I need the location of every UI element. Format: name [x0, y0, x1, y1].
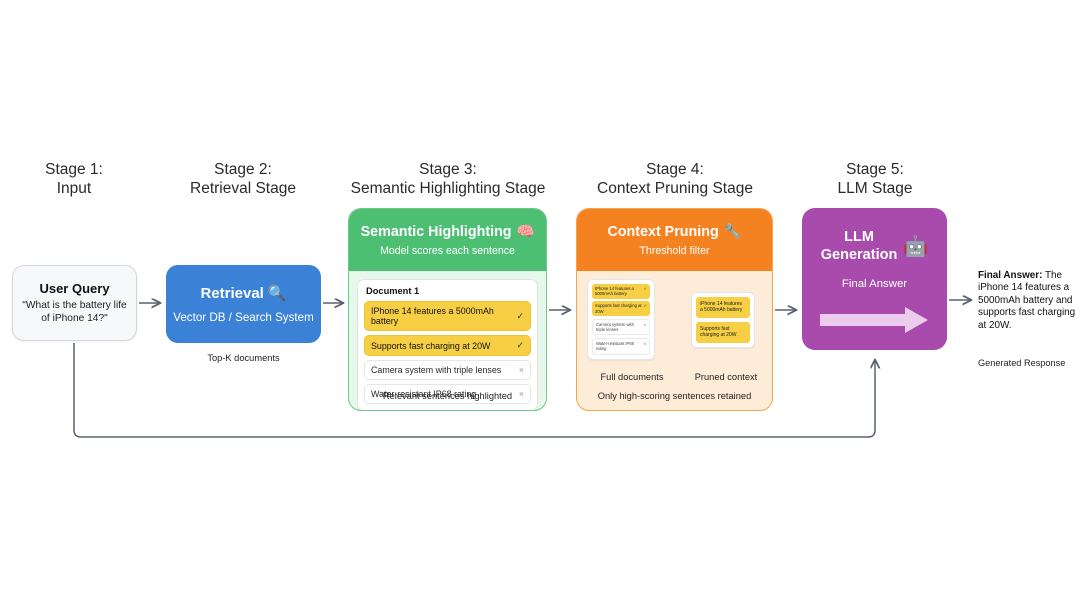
sentence-row[interactable]: Camera system with triple lenses ×: [364, 360, 531, 380]
stage-5-name: LLM Stage: [837, 180, 913, 197]
cross-icon: ×: [643, 340, 646, 346]
sentence-row[interactable]: IPhone 14 features a 5000mAh battery ✓: [364, 301, 531, 331]
context-pruning-box[interactable]: Context Pruning 🔧 Threshold filter IPhon…: [576, 208, 773, 411]
mini-sentence-text: iPhone 14 features a 5000mAh battery: [700, 301, 743, 314]
check-icon: ✓: [643, 303, 647, 309]
mini-sentence-row: Supports fast charging at 20W: [696, 321, 750, 343]
check-icon: ✓: [516, 310, 524, 321]
retrieval-subtitle: Vector DB / Search System: [173, 311, 314, 324]
full-documents-label: Full documents: [600, 372, 664, 382]
stage-title-2: Stage 2: Retrieval Stage: [163, 160, 323, 198]
pruning-title: Context Pruning: [607, 223, 719, 240]
mini-sentence-text: Water-resistant IP68 rating: [596, 340, 635, 352]
semantic-title: Semantic Highlighting: [360, 223, 512, 240]
retrieval-box[interactable]: Retrieval 🔍 Vector DB / Search System: [166, 265, 321, 343]
pruned-context-card: iPhone 14 features a 5000mAh battery Sup…: [691, 292, 755, 348]
check-icon: ✓: [643, 286, 647, 291]
stage-1-name: Input: [56, 180, 92, 197]
full-documents-card: IPhone 14 features a 5000mAh battery ✓ S…: [587, 279, 655, 360]
stage-title-1: Stage 1: Input: [14, 160, 134, 198]
semantic-subtitle: Model scores each sentence: [380, 244, 515, 257]
document-label: Document 1: [366, 286, 420, 296]
ai-chip-icon: 🤖: [903, 234, 929, 258]
mini-sentence-text: Supports fast charging at 20W: [595, 303, 642, 314]
stage-4-name: Context Pruning Stage: [597, 180, 753, 197]
pruning-footnote: Only high-scoring sentences retained: [597, 391, 752, 401]
magnifying-glass-icon: 🔍: [267, 284, 287, 302]
stage-1-number: Stage 1:: [45, 161, 103, 178]
mini-sentence-text: Supports fast charging at 20W: [700, 325, 737, 339]
user-query-box[interactable]: User Query "What is the battery life of …: [12, 265, 137, 341]
llm-title-line1: LLM: [844, 229, 874, 245]
document-card: Document 1 IPhone 14 features a 5000mAh …: [357, 279, 538, 410]
stage-title-4: Stage 4: Context Pruning Stage: [570, 160, 780, 198]
retrieval-title-row: Retrieval 🔍: [200, 284, 286, 302]
pruning-content: IPhone 14 features a 5000mAh battery ✓ S…: [577, 279, 772, 369]
funnel-emoji-icon: 🔧: [723, 223, 742, 240]
sentence-text: IPhone 14 features a 5000mAh battery: [371, 306, 494, 326]
stage-4-number: Stage 4:: [646, 161, 704, 178]
llm-title-text: LLM Generation: [821, 228, 898, 264]
stage-title-3: Stage 3: Semantic Highlighting Stage: [330, 160, 566, 198]
semantic-footnote: Relevant sentences highlighted: [382, 391, 513, 401]
stage-2-name: Retrieval Stage: [190, 180, 296, 197]
stage-2-number: Stage 2:: [214, 161, 272, 178]
stage-5-number: Stage 5:: [846, 161, 904, 178]
brain-icon: 🧠: [516, 223, 535, 240]
mini-sentence-row: iPhone 14 features a 5000mAh battery: [696, 297, 750, 318]
pruning-title-row: Context Pruning 🔧: [607, 224, 741, 240]
sentence-text: Water-resistant IP68 rating: [371, 389, 477, 399]
final-answer-heading: Final Answer:: [978, 270, 1043, 281]
user-query-text: "What is the battery life of iPhone 14?": [22, 299, 127, 324]
semantic-title-row: Semantic Highlighting 🧠: [361, 224, 535, 240]
sentence-row[interactable]: Water-resistant IP68 rating ×: [364, 384, 531, 404]
llm-title-row: LLM Generation 🤖: [821, 228, 928, 264]
retrieval-title: Retrieval: [200, 284, 264, 302]
check-icon: ✓: [516, 340, 524, 350]
stage-title-5: Stage 5: LLM Stage: [800, 160, 950, 198]
llm-generation-box[interactable]: LLM Generation 🤖 Final Answer: [802, 208, 947, 350]
mini-sentence-text: Camera system with triple lenses: [596, 321, 634, 333]
pruned-context-label: Pruned context: [694, 372, 758, 382]
stage-3-number: Stage 3:: [419, 161, 477, 178]
semantic-header: Semantic Highlighting 🧠 Model scores eac…: [349, 209, 546, 271]
cross-icon: ×: [643, 321, 646, 327]
final-answer-body: The iPhone 14 features a 5000mAh battery…: [978, 270, 1076, 331]
pruning-header: Context Pruning 🔧 Threshold filter: [577, 209, 772, 271]
sentence-row[interactable]: Supports fast charging at 20W ✓: [364, 335, 531, 356]
llm-title-line2: Generation: [820, 247, 898, 263]
mini-sentence-row: IPhone 14 features a 5000mAh battery ✓: [592, 284, 650, 299]
mini-sentence-row: Supports fast charging at 20W ✓: [592, 301, 650, 317]
sentence-text: Supports fast charging at 20W: [371, 340, 491, 351]
cross-icon: ×: [518, 389, 524, 399]
sentence-text: Camera system with triple lenses: [371, 365, 502, 375]
semantic-highlighting-box[interactable]: Semantic Highlighting 🧠 Model scores eac…: [348, 208, 547, 411]
mini-sentence-row: Camera system with triple lenses ×: [592, 318, 650, 336]
mini-sentence-row: Water-resistant IP68 rating ×: [592, 337, 650, 355]
generated-response-caption: Generated Response: [978, 358, 1066, 368]
stage-3-name: Semantic Highlighting Stage: [350, 180, 546, 197]
retrieval-caption: Top-K documents: [207, 353, 280, 363]
final-answer-text-block: Final Answer: The iPhone 14 features a 5…: [978, 270, 1078, 332]
user-query-title: User Query: [39, 280, 110, 296]
pruning-subtitle: Threshold filter: [639, 244, 710, 257]
llm-subtitle: Final Answer: [841, 278, 908, 290]
mini-sentence-text: IPhone 14 features a 5000mAh battery: [595, 286, 634, 297]
cross-icon: ×: [518, 365, 524, 375]
